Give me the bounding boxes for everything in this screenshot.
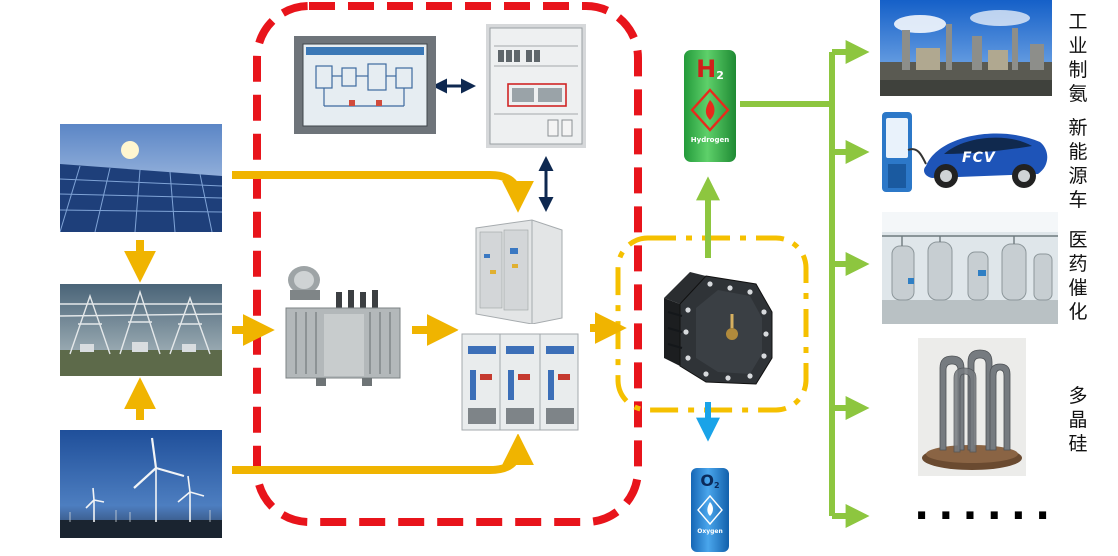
transformer [276, 262, 410, 390]
power-cabinet [470, 214, 568, 324]
fcv-car-photo: FCV [878, 106, 1054, 200]
solar-to-cabinet-arrow [232, 171, 534, 213]
app-label-ammonia: 工业 制氨 [1068, 11, 1088, 105]
app-label-nev: 新能 源车 [1068, 117, 1088, 211]
solar-panel-photo [60, 124, 222, 232]
plc-control-cabinet [486, 24, 586, 148]
wind-farm-photo [60, 430, 222, 538]
pharma-lab-photo [882, 212, 1058, 324]
control-system-boundary [253, 2, 642, 526]
substation-photo [60, 284, 222, 376]
hydrogen-label: Hydrogen [690, 136, 730, 144]
electrolyzer-stack [646, 262, 782, 394]
app-label-polysilicon: 多晶 硅 [1068, 385, 1088, 455]
wind-to-rectifier-arrow [232, 433, 534, 474]
hydrogen-cylinder: H2 Hydrogen [682, 48, 738, 164]
hmi-touch-panel [294, 36, 436, 134]
fcv-badge: FCV [962, 150, 996, 166]
hydrogen-symbol: H2 [696, 55, 724, 83]
polysilicon-rods-photo [918, 338, 1026, 476]
rectifier-cabinet [458, 330, 582, 434]
oxygen-label: Oxygen [697, 528, 723, 535]
app-label-pharma: 医药 催化 [1068, 229, 1088, 323]
ammonia-plant-photo [880, 0, 1052, 96]
oxygen-symbol: O2 [700, 471, 720, 491]
more-applications-ellipsis: ...... [914, 483, 1060, 529]
oxygen-cylinder: O2 Oxygen [690, 466, 730, 552]
